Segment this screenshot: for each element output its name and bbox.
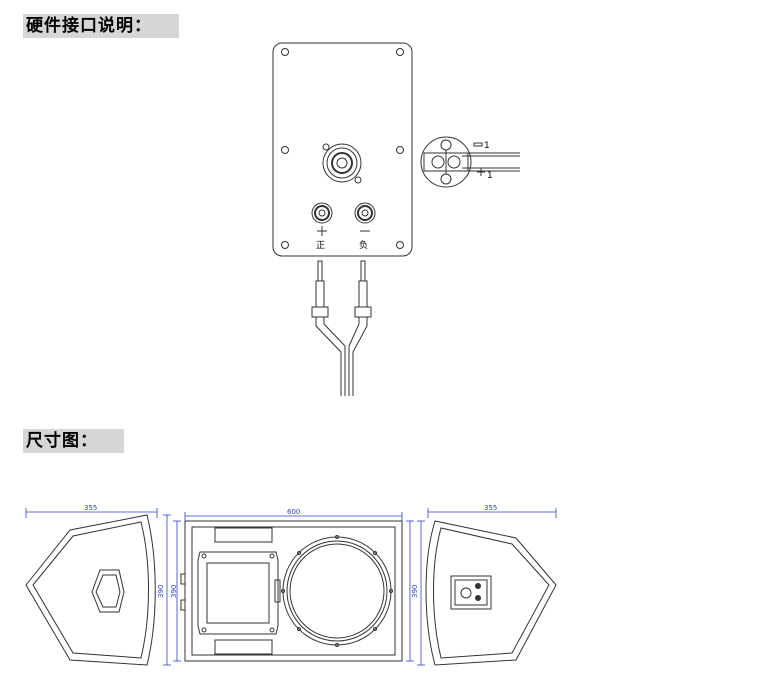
dimensions-heading: 尺寸图： — [23, 429, 124, 453]
binding-post-minus — [354, 202, 376, 232]
side-view-left — [25, 514, 156, 666]
front-view — [180, 520, 403, 662]
speakon-connector — [322, 143, 362, 184]
panel-screw — [396, 146, 404, 154]
panel-screw — [281, 241, 289, 249]
rear-panel — [272, 42, 413, 257]
panel-plate — [272, 42, 413, 257]
side-left-depth: 355 — [84, 504, 97, 512]
dimension-lines-left — [25, 508, 171, 666]
plug-minus-label: 1 — [484, 141, 490, 151]
panel-screw — [281, 48, 289, 56]
dimension-lines-right — [417, 508, 557, 666]
front-width: 600 — [287, 508, 300, 516]
panel-screw — [396, 48, 404, 56]
speaker-cable — [311, 260, 372, 396]
panel-screw — [281, 146, 289, 154]
minus-label: 负 — [359, 239, 368, 251]
side-right-height: 390 — [411, 585, 419, 598]
plus-label: 正 — [316, 241, 325, 251]
side-right-depth: 355 — [484, 504, 497, 512]
binding-post-plus — [311, 202, 333, 236]
speakon-pinout-detail — [420, 136, 520, 188]
side-view-right — [425, 520, 557, 666]
side-left-height: 390 — [157, 585, 165, 598]
interface-heading: 硬件接口说明： — [23, 14, 179, 38]
front-height: 390 — [170, 585, 178, 598]
panel-screw — [396, 241, 404, 249]
dimension-lines-front — [173, 512, 414, 662]
plug-plus-label: 1 — [487, 171, 493, 181]
